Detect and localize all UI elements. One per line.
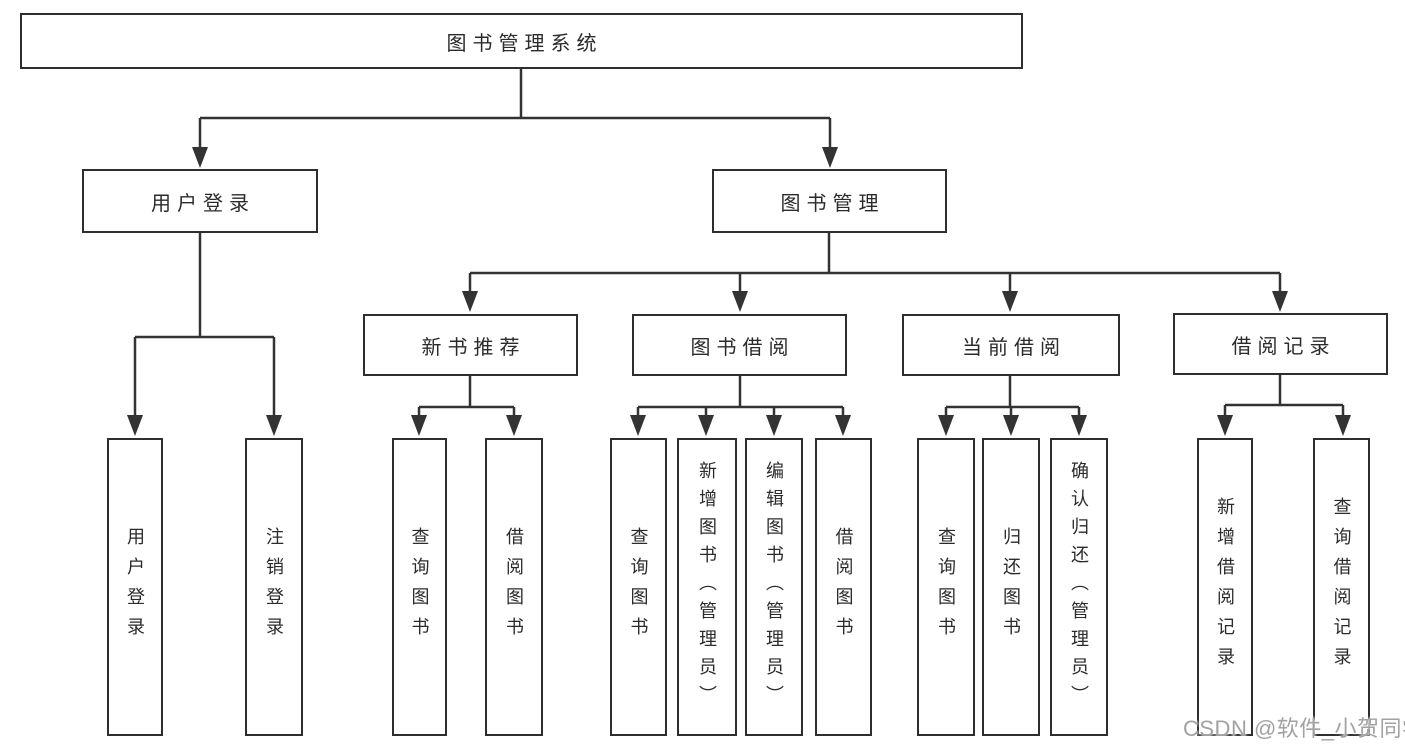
node-label: 新书推荐 [421,336,526,359]
leaf-bb-query-books: 查询图书 [610,438,667,736]
node-label: 查询图书 [936,527,956,647]
arrowhead-bb-borrow-books [835,415,851,436]
node-current-borrowing: 当前借阅 [902,314,1120,376]
node-new-book-recommendation: 新书推荐 [363,314,578,376]
node-label: 编辑图书（管理员） [764,461,784,713]
node-label: 当前借阅 [962,336,1066,359]
leaf-cb-query-books: 查询图书 [917,438,975,736]
connector-book-borrowing-branch [636,376,845,417]
node-book-management: 图书管理 [712,169,947,233]
arrowhead-leaf-logout [266,415,282,436]
arrowhead-nbr-query-books [411,415,427,436]
leaf-bb-borrow-books: 借阅图书 [815,438,872,736]
node-label: 查询借阅记录 [1331,497,1352,677]
arrowhead-bb-query-books [630,415,646,436]
arrowhead-current-borrowing [1002,291,1018,312]
connector-new-book-recommendation-branch [417,376,516,417]
leaf-br-add-record: 新增借阅记录 [1197,438,1253,736]
leaf-br-query-record: 查询借阅记录 [1313,438,1370,736]
arrowhead-borrowing-records [1272,291,1288,312]
arrowhead-bb-edit-books [766,415,782,436]
node-label: 查询图书 [409,527,430,647]
arrowhead-cb-return-books [1003,415,1019,436]
node-label: 用户登录 [125,527,145,647]
node-label: 查询图书 [628,527,649,647]
node-label: 新增借阅记录 [1215,497,1235,677]
arrowhead-cb-confirm-return [1071,415,1087,436]
node-borrowing-records: 借阅记录 [1173,313,1388,375]
leaf-user-login: 用户登录 [107,438,163,736]
connector-borrowing-records-branch [1223,375,1345,417]
node-book-borrowing: 图书借阅 [632,314,847,376]
node-label: 图书管理 [780,192,885,215]
leaf-bb-edit-books: 编辑图书（管理员） [745,438,803,736]
node-label: 图书借阅 [690,336,795,359]
leaf-nbr-query-books: 查询图书 [392,438,447,736]
arrowhead-cb-query-books [938,415,954,436]
connector-current-borrowing-branch [944,376,1081,417]
arrowhead-nbr-borrow-books [506,415,522,436]
arrowhead-br-query-record [1335,415,1351,436]
node-label: 归还图书 [1001,527,1021,647]
leaf-nbr-borrow-books: 借阅图书 [485,438,543,736]
arrowhead-book-borrowing [732,291,748,312]
arrowhead-bb-add-books [698,415,714,436]
node-library-management-system: 图书管理系统 [20,13,1023,69]
leaf-logout: 注销登录 [245,438,303,736]
arrowhead-new-book-recommendation [462,291,478,312]
leaf-bb-add-books: 新增图书（管理员） [677,438,737,736]
node-label: 新增图书（管理员） [697,461,717,713]
csdn-watermark: CSDN @软件_小贺同学 [1183,716,1405,741]
leaf-cb-confirm-return: 确认归还（管理员） [1050,438,1108,736]
leaf-cb-return-books: 归还图书 [982,438,1040,736]
connector-root-to-level2 [198,69,832,150]
arrowhead-user-login [192,147,208,168]
node-label: 借阅记录 [1231,335,1336,358]
arrowhead-book-management [822,147,838,168]
arrowhead-leaf-login [127,415,143,436]
node-label: 注销登录 [264,527,284,647]
node-label: 借阅图书 [833,527,854,647]
connector-book-management-branch [468,233,1282,293]
node-label: 图书管理系统 [446,32,603,55]
node-label: 确认归还（管理员） [1069,461,1089,713]
node-label: 借阅图书 [504,527,524,647]
connector-user-login-branch [133,233,276,417]
arrowhead-br-add-record [1217,415,1233,436]
node-user-login: 用户登录 [82,169,318,233]
node-label: 用户登录 [151,192,255,215]
